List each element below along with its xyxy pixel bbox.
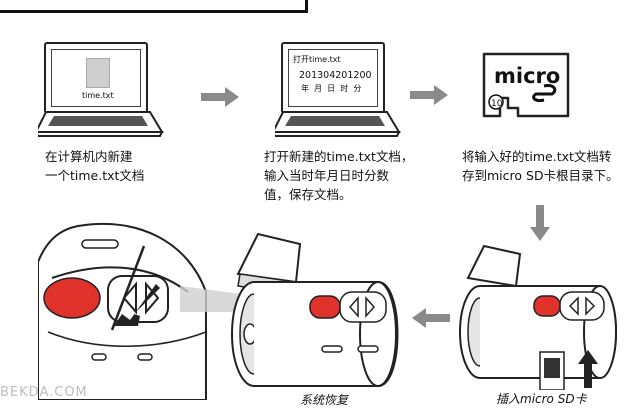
dash-camera-small [459,244,617,390]
file-name: time.txt [82,91,114,100]
timestamp-value: 201304201200 [299,70,372,81]
arrow-down-icon [530,205,550,241]
step1-caption-line2: 一个time.txt文档 [45,168,145,183]
arrow-right-icon [410,85,448,105]
card-class: 10 [491,99,503,109]
laptop-step2: 打开time.txt 201304201200 年 月 日 时 分 [275,42,403,140]
step2-caption-line3: 值，保存文档。 [264,187,352,202]
dash-camera-large [231,232,399,387]
step2-caption-line1: 打开新建的time.txt文档， [264,149,414,164]
step1-caption-line1: 在计算机内新建 [45,149,133,164]
step3-caption-line1: 将输入好的time.txt文档转 [462,149,612,164]
laptop-screen-inner: time.txt [51,49,141,107]
file-icon [86,58,110,88]
laptop-screen: 打开time.txt 201304201200 年 月 日 时 分 [281,42,385,114]
zoom-detail-reset-button [38,222,207,400]
arrow-right-icon [201,87,239,107]
step3-caption: 将输入好的time.txt文档转 存到micro SD卡根目录下。 [462,147,619,185]
step2-caption-line2: 输入当时年月日时分数 [264,168,390,183]
timestamp-units: 年 月 日 时 分 [301,84,362,93]
step3-caption-line2: 存到micro SD卡根目录下。 [462,168,619,183]
laptop-screen: time.txt [44,42,148,114]
arrow-left-icon [412,308,450,328]
micro-sd-card-icon: micro 10 [482,52,570,118]
laptop-screen-inner: 打开time.txt 201304201200 年 月 日 时 分 [288,49,378,107]
card-brand: micro [494,64,560,88]
laptop-keyboard [38,111,164,137]
window-title: 打开time.txt [293,55,341,64]
laptop-step1: time.txt [38,42,166,140]
bottom-right-caption: 插入micro SD卡 [496,392,587,406]
step1-caption: 在计算机内新建 一个time.txt文档 [45,147,144,185]
laptop-keyboard [275,111,401,137]
watermark: BEKDA.COM [0,385,88,400]
header-bar [0,0,308,13]
step2-caption: 打开新建的time.txt文档， 输入当时年月日时分数 值，保存文档。 [264,147,413,204]
